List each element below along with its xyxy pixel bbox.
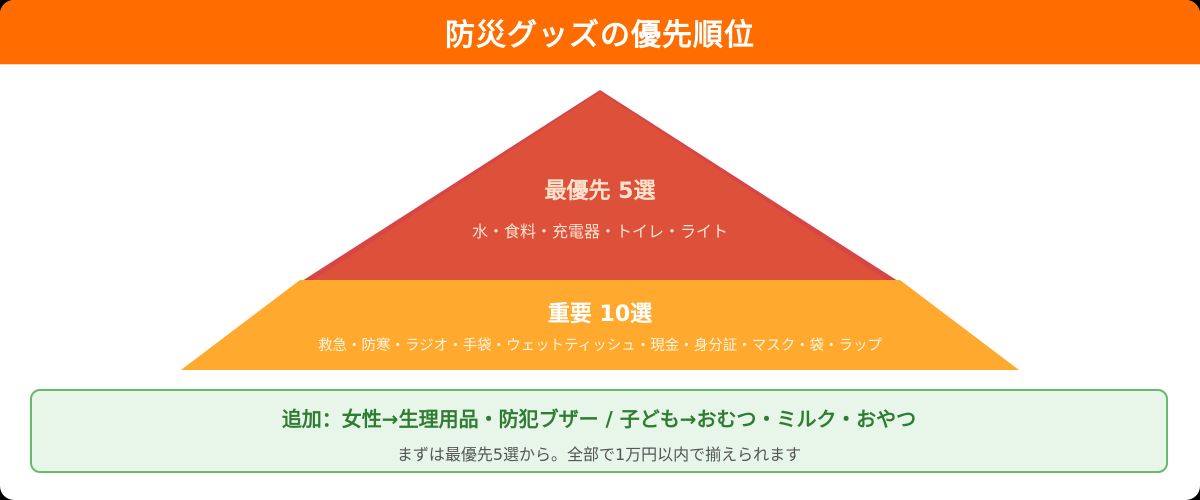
page-title: 防災グッズの優先順位 <box>445 18 755 53</box>
tier2-items: 救急・防寒・ラジオ・手袋・ウェットティッシュ・現金・身分証・マスク・袋・ラップ <box>317 338 883 354</box>
tier1-items: 水・食料・充電器・トイレ・ライト <box>471 222 728 241</box>
tier2-shape <box>181 280 1019 370</box>
header-bar: 防災グッズの優先順位 <box>0 0 1200 65</box>
note-subtitle: まずは最優先5選から。全部で1万円以内で揃えられます <box>396 445 802 464</box>
note-title: 追加：女性→生理用品・防犯ブザー / 子ども→おむつ・ミルク・おやつ <box>281 407 917 431</box>
tier1-shape <box>312 92 888 281</box>
tier1-title: 最優先 5選 <box>544 179 656 204</box>
additional-note-box: 追加：女性→生理用品・防犯ブザー / 子ども→おむつ・ミルク・おやつ まずは最優… <box>30 389 1168 473</box>
tier2-title: 重要 10選 <box>547 302 653 327</box>
